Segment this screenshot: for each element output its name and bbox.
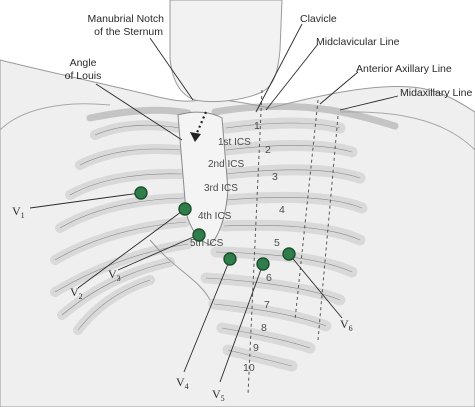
rib-number-4: 4 xyxy=(279,204,285,216)
rib-number-8: 8 xyxy=(261,322,267,334)
ics-label-3: 3rd ICS xyxy=(204,183,238,194)
label-manubrial-1: Manubrial Notch xyxy=(88,13,165,25)
label-angle-2: of Louis xyxy=(65,70,102,82)
electrode-v1 xyxy=(135,187,147,199)
rib-number-6: 6 xyxy=(266,272,272,284)
electrode-v4 xyxy=(224,253,236,265)
rib-number-2: 2 xyxy=(265,144,271,156)
rib-number-10: 10 xyxy=(243,362,255,374)
label-angle-1: Angle xyxy=(70,57,97,69)
rib-right-1 xyxy=(226,123,340,128)
neck xyxy=(170,0,282,102)
label-anterior-axillary: Anterior Axillary Line xyxy=(356,63,452,75)
electrode-v3 xyxy=(193,229,205,241)
electrode-v6 xyxy=(283,248,295,260)
ics-label-1: 1st ICS xyxy=(218,137,251,148)
rib-number-7: 7 xyxy=(264,299,270,311)
rib-number-1: 1 xyxy=(254,120,260,132)
rib-number-9: 9 xyxy=(253,342,259,354)
label-manubrial-2: of the Sternum xyxy=(94,26,163,38)
label-midclavicular: Midclavicular Line xyxy=(316,36,400,48)
ics-label-2: 2nd ICS xyxy=(208,159,244,170)
label-midaxillary: Midaxillary Line xyxy=(400,87,473,99)
ics-label-4: 4th ICS xyxy=(198,211,232,222)
electrode-v2 xyxy=(179,203,191,215)
label-clavicle: Clavicle xyxy=(300,13,337,25)
rib-number-5: 5 xyxy=(274,237,280,249)
rib-number-3: 3 xyxy=(272,171,278,183)
electrode-v5 xyxy=(257,258,269,270)
